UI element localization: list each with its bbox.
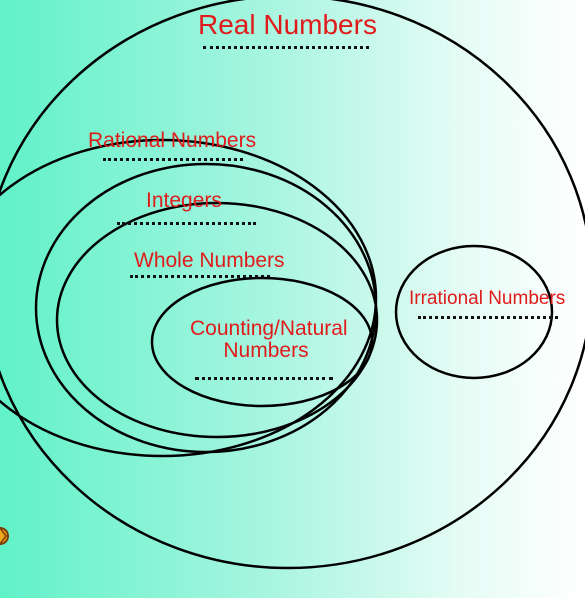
natural-numbers-underline <box>195 377 333 380</box>
whole-numbers-underline <box>130 275 270 278</box>
irrational-numbers-label: Irrational Numbers <box>409 288 566 309</box>
partial-orange-ball-icon <box>0 527 9 545</box>
real-numbers-set <box>0 0 585 570</box>
integers-underline <box>117 222 256 225</box>
irrational-numbers-set <box>394 244 554 380</box>
whole-numbers-set <box>55 201 379 439</box>
natural-numbers-label-line1: Counting/Natural <box>190 317 348 340</box>
irrational-numbers-underline <box>418 316 558 319</box>
whole-numbers-label: Whole Numbers <box>134 249 285 272</box>
natural-numbers-set <box>150 276 374 408</box>
real-numbers-label: Real Numbers <box>198 9 377 40</box>
integers-label: Integers <box>146 189 222 212</box>
natural-numbers-label: Counting/Natural Numbers <box>190 317 348 363</box>
rational-numbers-label: Rational Numbers <box>88 129 257 152</box>
real-numbers-underline <box>203 46 369 49</box>
rational-numbers-underline <box>103 158 243 161</box>
natural-numbers-label-line2: Numbers <box>223 339 309 363</box>
